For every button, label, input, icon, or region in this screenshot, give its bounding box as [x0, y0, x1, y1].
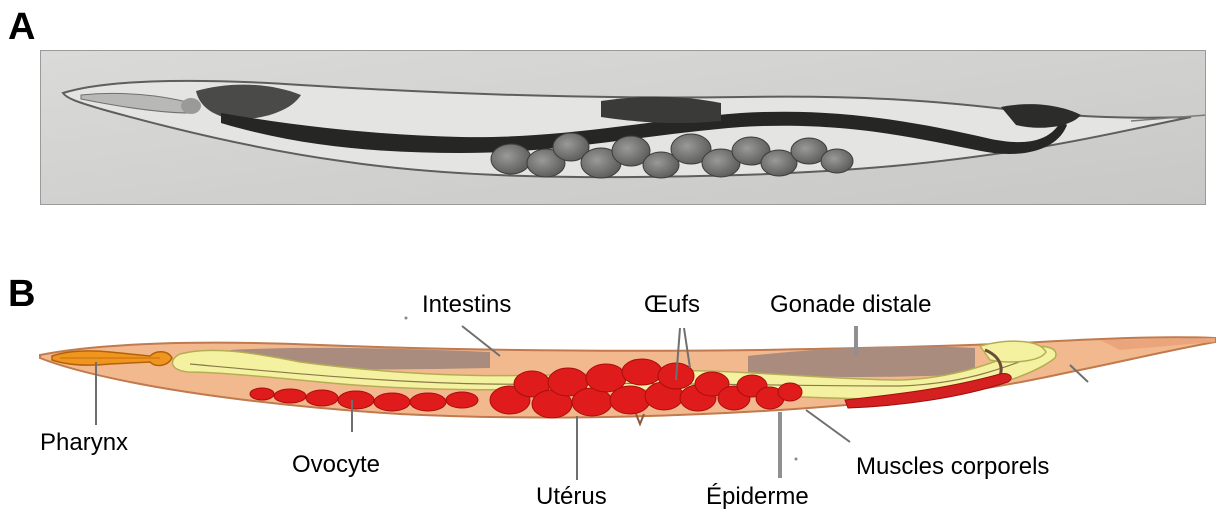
label-uterus: Utérus [536, 483, 607, 510]
label-ovocyte: Ovocyte [292, 451, 380, 478]
label-oeufs: Œufs [644, 291, 700, 318]
label-intestins: Intestins [422, 291, 511, 318]
label-gonade-distale: Gonade distale [770, 291, 931, 318]
label-pharynx: Pharynx [40, 429, 128, 456]
label-epiderme: Épiderme [706, 483, 809, 510]
label-muscles-corporels: Muscles corporels [856, 453, 1049, 480]
leader-muscles [806, 410, 850, 442]
